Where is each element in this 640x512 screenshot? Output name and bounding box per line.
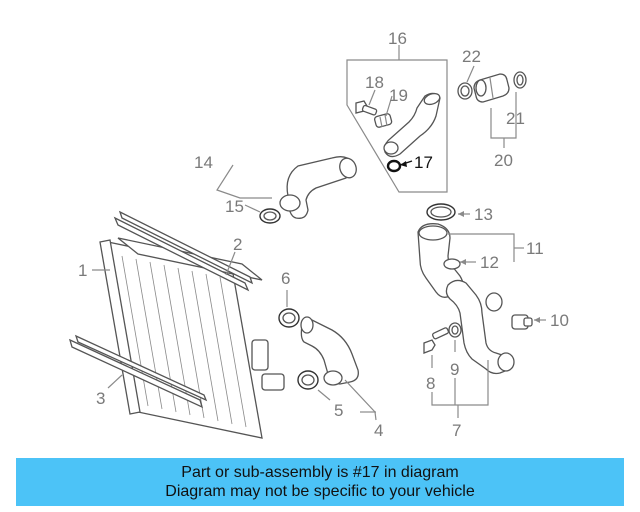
- callout-19: 19: [389, 86, 408, 105]
- callout-21: 21: [506, 109, 525, 128]
- group-16-outline: [346, 59, 448, 193]
- part-21-seal: [513, 71, 527, 89]
- part-13-clamp: [426, 203, 456, 221]
- part-8-bolt: [423, 327, 450, 354]
- callout-11: 11: [526, 239, 544, 258]
- part-15-clamp: [259, 208, 281, 224]
- banner-line-2: Diagram may not be specific to your vehi…: [165, 483, 475, 500]
- part-12-clamp: [443, 258, 461, 270]
- banner-line-1: Part or sub-assembly is #17 in diagram: [181, 464, 459, 481]
- callout-17: 17: [414, 153, 433, 172]
- callout-5: 5: [334, 401, 343, 420]
- callout-6: 6: [281, 269, 290, 288]
- part-22-clamp: [457, 82, 473, 100]
- part-2-seal-strip: [113, 210, 254, 292]
- callout-16: 16: [388, 29, 407, 48]
- part-4-hose: [300, 318, 359, 385]
- callout-20: 20: [494, 151, 513, 170]
- callout-1: 1: [78, 261, 87, 280]
- info-banner: Part or sub-assembly is #17 in diagram D…: [16, 458, 624, 506]
- parts-diagram: 16 18 19 17 22 21 20 14 15 13 2 11 12 1 …: [68, 29, 569, 440]
- callout-8: 8: [426, 374, 435, 393]
- part-9-grommet: [448, 322, 462, 338]
- callout-3: 3: [96, 389, 105, 408]
- part-6-clamp: [278, 308, 300, 328]
- callout-10: 10: [550, 311, 569, 330]
- part-3-seal-strip: [68, 334, 208, 409]
- part-14-hose: [286, 156, 354, 219]
- callout-14: 14: [194, 153, 213, 172]
- part-5-clamp: [297, 370, 319, 390]
- callout-13: 13: [474, 205, 493, 224]
- callout-7: 7: [452, 421, 461, 440]
- part-18-bolt: [355, 100, 378, 116]
- callout-12: 12: [480, 253, 499, 272]
- callout-18: 18: [365, 73, 384, 92]
- part-11-pipe: [417, 223, 464, 298]
- part-20-pipe: [473, 73, 510, 103]
- callout-9: 9: [450, 360, 459, 379]
- part-19-sleeve: [374, 113, 393, 128]
- callout-4: 4: [374, 421, 383, 440]
- callout-2: 2: [233, 235, 242, 254]
- part-17-o-ring: [386, 159, 402, 173]
- part-1-intercooler: [99, 237, 285, 439]
- part-10-sensor: [511, 314, 533, 330]
- callout-22: 22: [462, 47, 481, 66]
- callout-15: 15: [225, 197, 244, 216]
